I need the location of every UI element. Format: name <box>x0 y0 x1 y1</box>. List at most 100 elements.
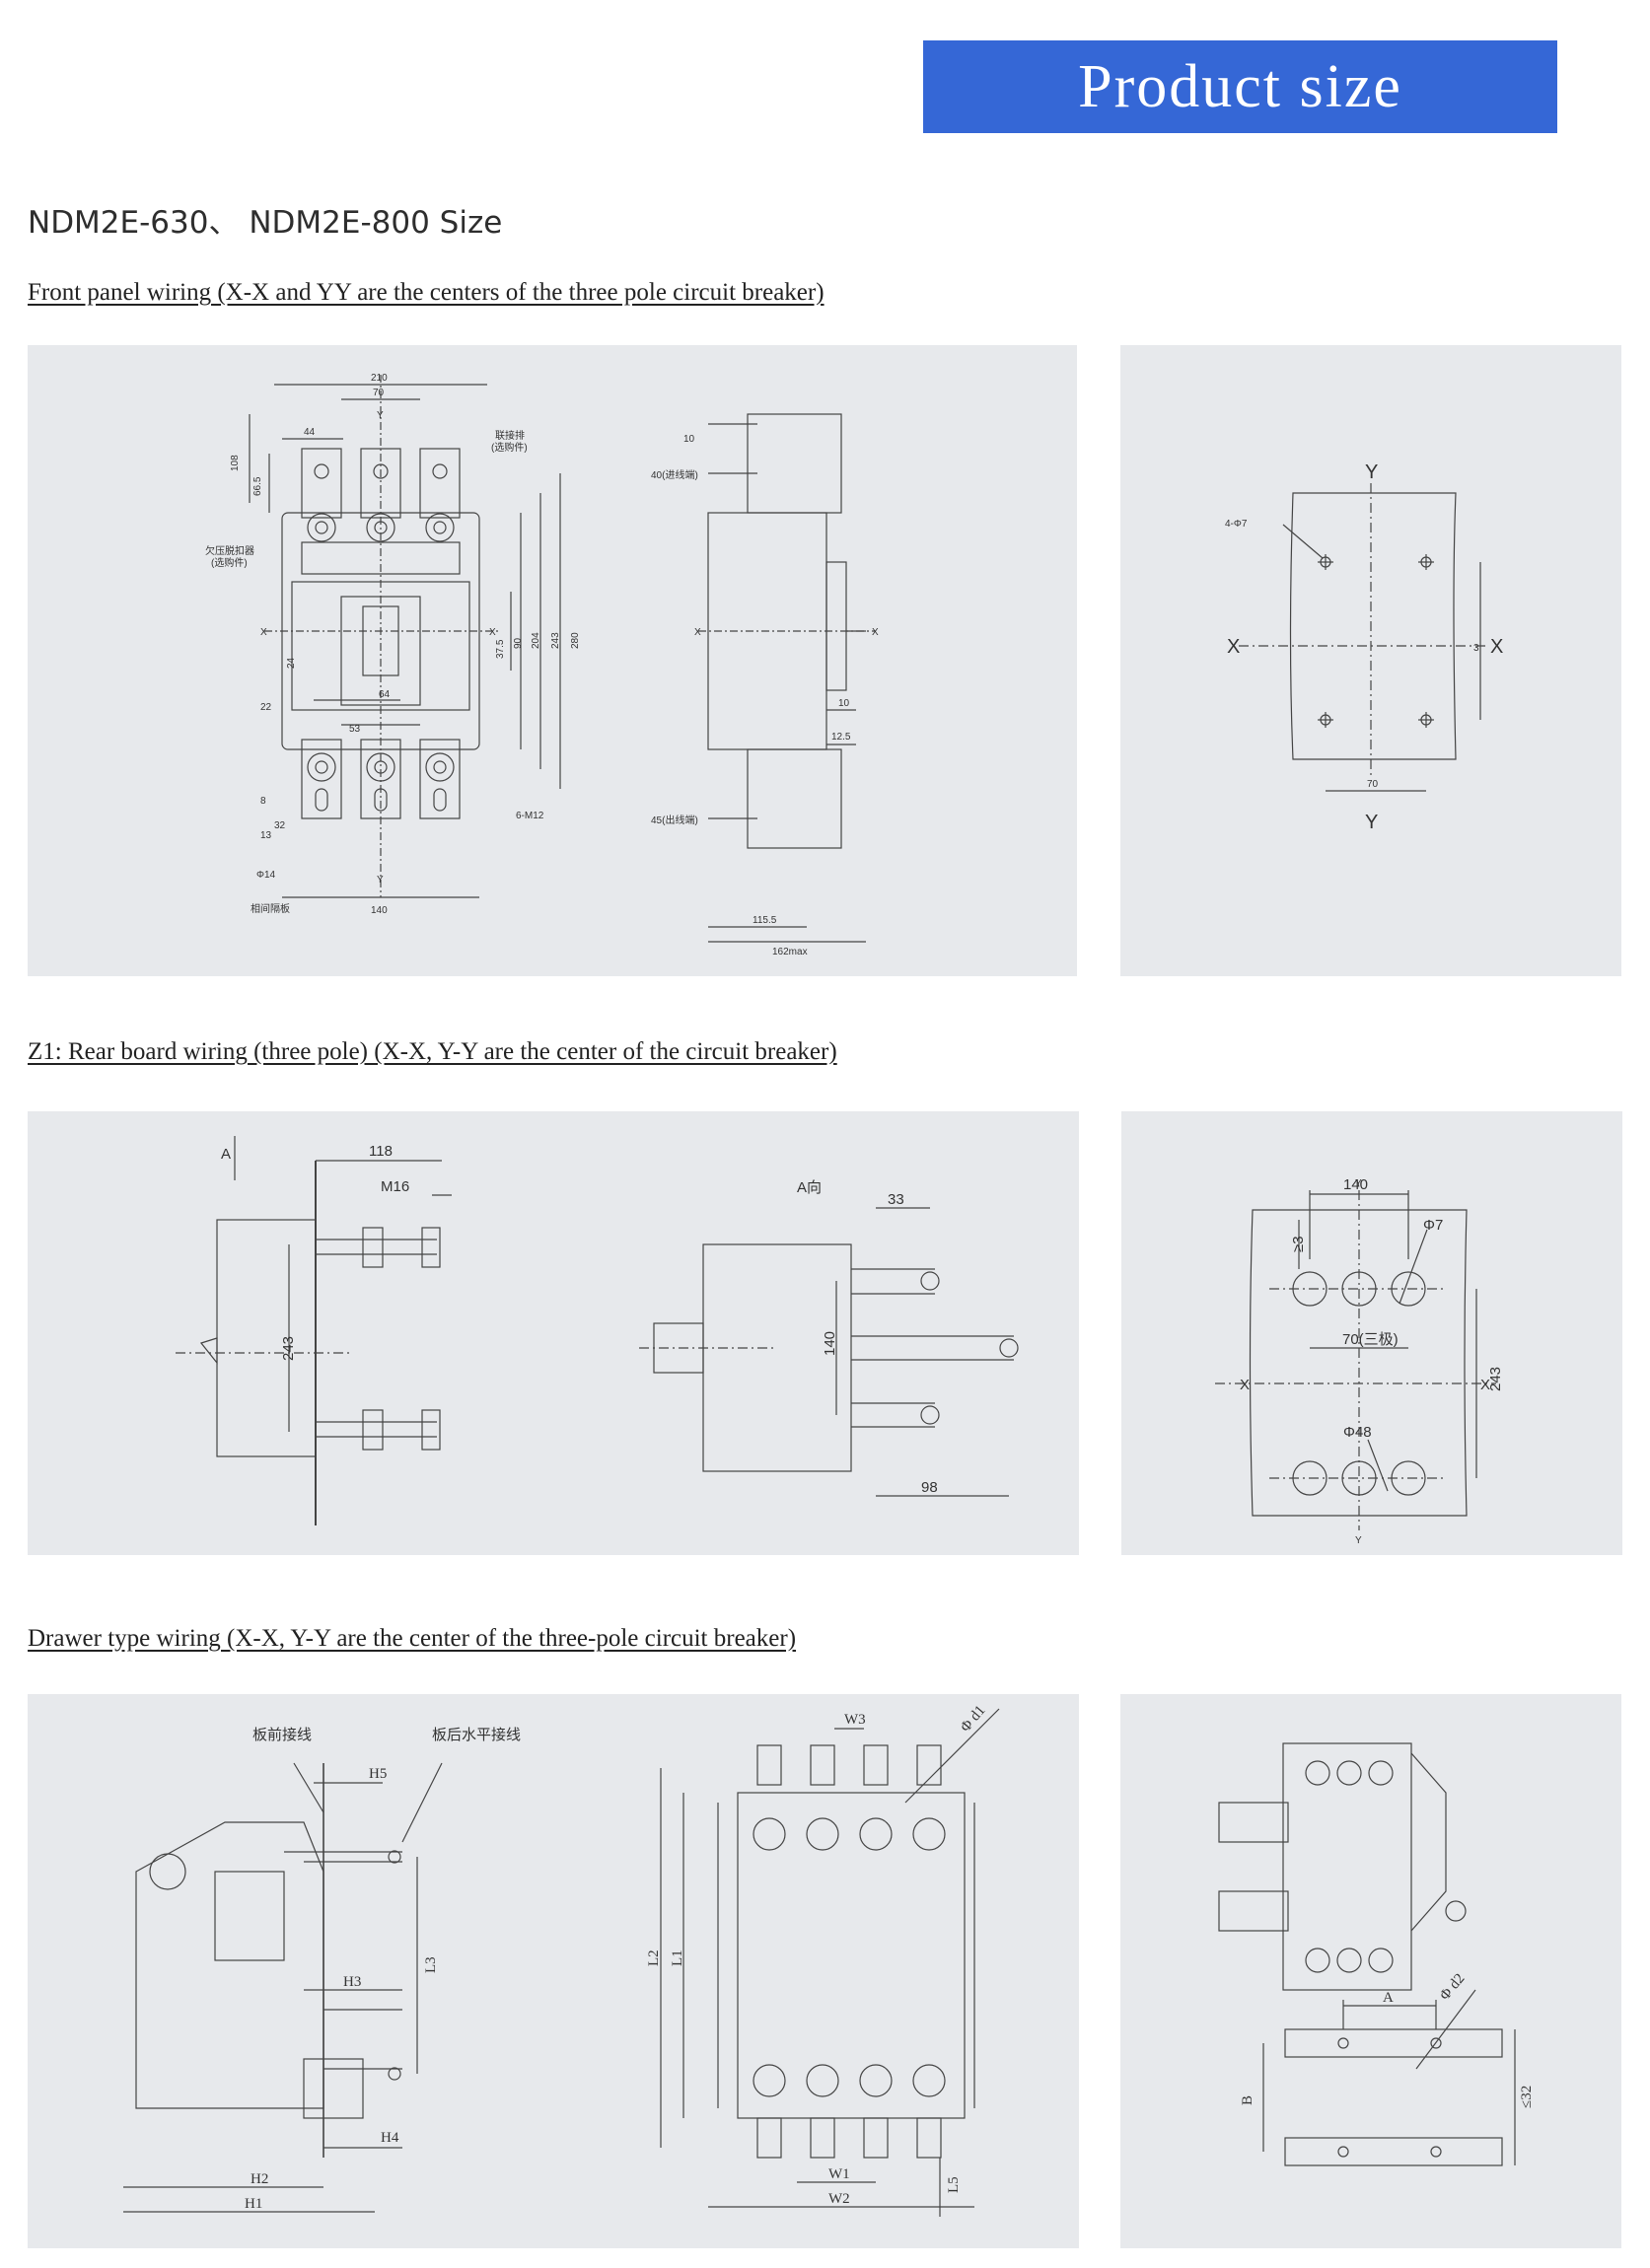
rear-cutout-axis-y-top: Y <box>1355 1178 1362 1189</box>
side-note-inlet: 40(进线端) <box>651 468 698 481</box>
dim-90: 90 <box>513 637 524 649</box>
a-view-label: A向 <box>797 1179 822 1196</box>
dim-44: 44 <box>304 427 316 438</box>
a-view-label-98: 98 <box>921 1479 938 1496</box>
dim-8: 8 <box>260 796 266 807</box>
rear-cutout-label-140: 140 <box>1343 1176 1368 1193</box>
banner-title: Product size <box>1078 52 1402 120</box>
dim-243: 243 <box>550 632 561 649</box>
axis-y-bottom: Y <box>377 875 384 886</box>
drawer-label-w2: W2 <box>828 2191 850 2207</box>
front-panel-drawing: 210 70 44 108 66.5 90 204 243 280 37.5 2… <box>205 373 879 957</box>
note-undervoltage-optional: (选购件) <box>211 556 248 569</box>
drawer-label-w1: W1 <box>828 2166 850 2182</box>
drawer-busbar-panel: A Φ d2 B ≤32 <box>1120 1694 1621 2248</box>
section-title-rear-board: Z1: Rear board wiring (three pole) (X-X,… <box>28 1038 837 1065</box>
drawer-label-front-wiring: 板前接线 <box>252 1726 312 1743</box>
drawer-label-h5: H5 <box>369 1766 387 1782</box>
drawer-label-phi-d1: Φ d1 <box>958 1703 988 1736</box>
cutout-axis-x-right: X <box>1490 636 1503 658</box>
side-axis-x-right: X <box>872 627 879 638</box>
rear-label-m16: M16 <box>381 1178 409 1195</box>
busbar-label-a: A <box>1383 1990 1394 2006</box>
front-panel-cutout-drawing: 4-Φ7 3 70 X X Y Y <box>1225 461 1503 833</box>
rear-cutout-label-phi7: Φ7 <box>1423 1217 1443 1234</box>
drawer-label-h2: H2 <box>251 2171 268 2187</box>
busbar-label-le32: ≤32 <box>1519 2086 1535 2108</box>
rear-cutout-label-ge3: ≥3 <box>1290 1236 1307 1252</box>
axis-x-left: X <box>260 627 267 638</box>
drawer-label-w3: W3 <box>844 1712 866 1728</box>
a-view-label-33: 33 <box>888 1191 904 1208</box>
drawer-drawing-panel: 板前接线 板后水平接线 H5 H3 L3 H2 H1 H4 W3 Φ d1 L2… <box>28 1694 1079 2248</box>
rear-board-drawing: A 118 M16 243 A向 33 140 98 <box>176 1136 1019 1525</box>
front-panel-drawing-panel: 210 70 44 108 66.5 90 204 243 280 37.5 2… <box>28 345 1077 976</box>
rear-cutout-axis-x-left: X <box>1240 1377 1250 1393</box>
cutout-label-4-phi7: 4-Φ7 <box>1225 519 1248 530</box>
cutout-label-3: 3 <box>1473 643 1479 654</box>
cutout-label-70: 70 <box>1367 779 1379 790</box>
dim-13: 13 <box>260 830 272 841</box>
drawer-label-l1: L1 <box>670 1949 685 1966</box>
side-dim-10: 10 <box>838 698 850 709</box>
side-dim-10-top: 10 <box>683 434 695 445</box>
dim-280: 280 <box>570 632 581 649</box>
axis-y-top: Y <box>377 410 384 421</box>
rear-cutout-label-70-three-pole: 70(三极) <box>1342 1331 1399 1348</box>
rear-cutout-label-phi48: Φ48 <box>1343 1424 1372 1441</box>
cutout-axis-y-bottom: Y <box>1365 812 1378 833</box>
drawer-label-h4: H4 <box>381 2130 399 2146</box>
busbar-label-phi-d2: Φ d2 <box>1437 1971 1468 2004</box>
model-title: NDM2E-630、 NDM2E-800 Size <box>28 205 503 241</box>
rear-board-cutout-drawing: 140 Φ7 ≥3 70(三极) 243 Φ48 X X Y Y <box>1215 1176 1504 1546</box>
side-dim-12-5: 12.5 <box>831 732 851 743</box>
side-axis-x-left: X <box>694 627 701 638</box>
drawer-label-l3: L3 <box>423 1956 439 1973</box>
side-dim-162max: 162max <box>772 947 808 957</box>
side-note-outlet: 45(出线端) <box>651 814 698 826</box>
drawer-label-l5: L5 <box>946 2176 962 2193</box>
drawer-busbar-drawing: A Φ d2 B ≤32 <box>1218 1742 1535 2166</box>
note-undervoltage: 欠压脱扣器 <box>205 544 254 557</box>
dim-66-5: 66.5 <box>252 476 263 496</box>
dim-22: 22 <box>260 702 272 713</box>
busbar-label-b: B <box>1240 2095 1255 2105</box>
rear-board-drawing-panel: A 118 M16 243 A向 33 140 98 <box>28 1111 1079 1555</box>
dim-32: 32 <box>274 820 286 831</box>
side-dim-115-5: 115.5 <box>753 915 777 926</box>
rear-label-243: 243 <box>280 1336 297 1361</box>
front-panel-cutout-panel: 4-Φ7 3 70 X X Y Y <box>1120 345 1621 976</box>
rear-cutout-axis-y-bottom: Y <box>1355 1535 1362 1546</box>
note-phi14: Φ14 <box>256 870 276 881</box>
note-phase-barrier: 相间隔板 <box>251 902 290 915</box>
product-size-banner: Product size <box>923 40 1557 133</box>
section-title-front-panel: Front panel wiring (X-X and YY are the c… <box>28 279 825 306</box>
rear-label-a: A <box>221 1146 231 1163</box>
drawer-label-h1: H1 <box>245 2196 262 2212</box>
dim-24: 24 <box>286 657 297 669</box>
drawer-label-rear-horizontal: 板后水平接线 <box>432 1726 521 1743</box>
dim-108: 108 <box>230 455 241 471</box>
dim-140: 140 <box>371 905 388 916</box>
section-title-drawer: Drawer type wiring (X-X, Y-Y are the cen… <box>28 1625 797 1652</box>
drawer-label-l2: L2 <box>646 1949 662 1966</box>
dim-64: 64 <box>379 689 391 700</box>
dim-204: 204 <box>531 632 541 649</box>
note-link-bar-optional: (选购件) <box>491 441 528 454</box>
rear-cutout-label-243: 243 <box>1487 1367 1504 1391</box>
drawer-drawing: 板前接线 板后水平接线 H5 H3 L3 H2 H1 H4 W3 Φ d1 L2… <box>123 1703 1000 2217</box>
dim-53: 53 <box>349 724 361 735</box>
rear-label-118: 118 <box>369 1143 393 1160</box>
axis-x-right: X <box>489 627 496 638</box>
cutout-axis-x-left: X <box>1227 636 1240 658</box>
cutout-axis-y-top: Y <box>1365 461 1378 483</box>
dim-210: 210 <box>371 373 388 384</box>
dim-37-5: 37.5 <box>495 639 506 659</box>
a-view-label-140: 140 <box>822 1331 838 1356</box>
rear-cutout-axis-x-right: X <box>1480 1377 1490 1393</box>
rear-board-cutout-panel: 140 Φ7 ≥3 70(三极) 243 Φ48 X X Y Y <box>1121 1111 1622 1555</box>
note-link-bar: 联接排 <box>495 429 525 442</box>
note-6-m12: 6-M12 <box>516 811 544 821</box>
dim-70: 70 <box>373 388 385 398</box>
drawer-label-h3: H3 <box>343 1974 361 1990</box>
